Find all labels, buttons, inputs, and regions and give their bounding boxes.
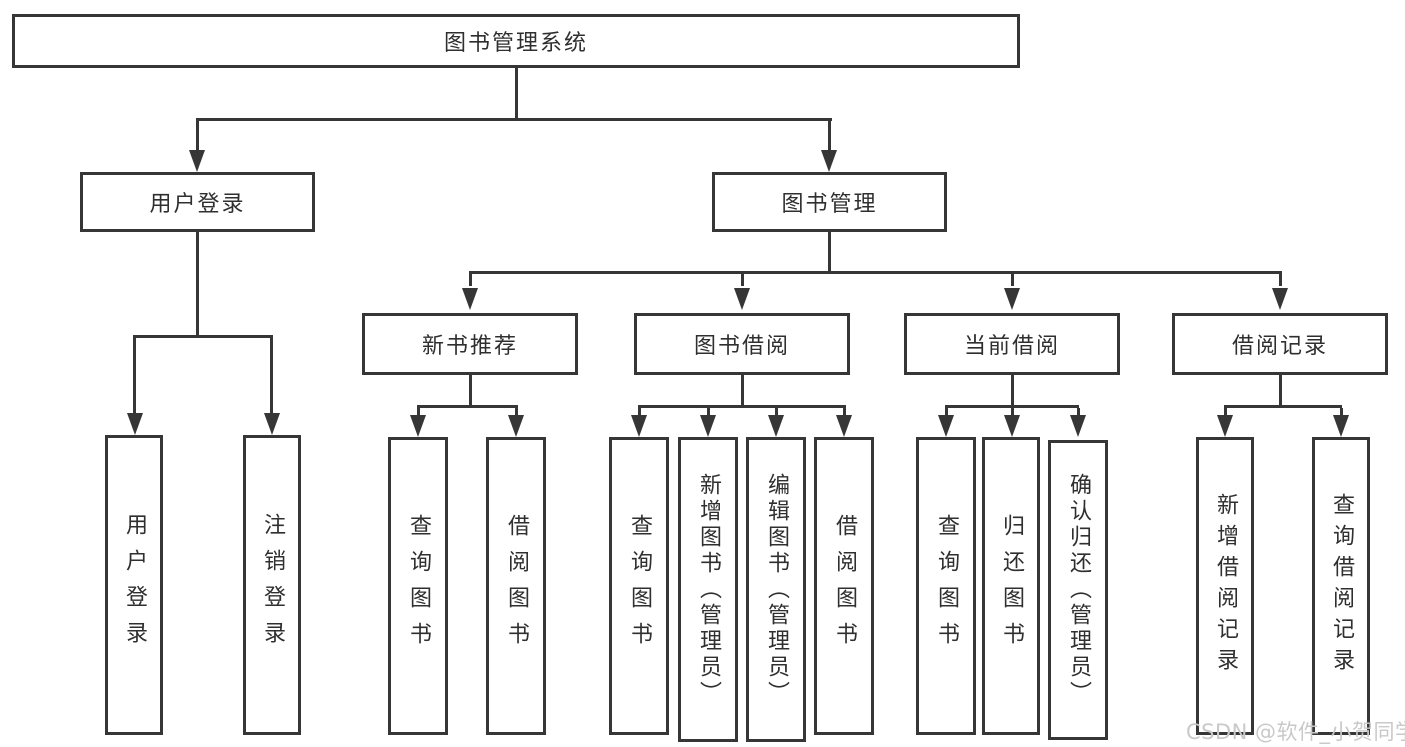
node-borrow-books-1-label: 借阅图书 [504,514,529,658]
node-query-books-2-label: 查询图书 [627,514,652,658]
node-book-management: 图书管理 [712,172,947,232]
node-query-books-1-label: 查询图书 [406,514,431,658]
connector-line [707,408,710,415]
arrow-down-icon [768,415,784,437]
arrow-down-icon [410,415,426,437]
connector-line [1011,375,1014,408]
node-book-borrow-label: 图书借阅 [693,334,790,359]
arrow-down-icon [189,150,205,172]
connector-line [828,232,831,274]
node-confirm-return-admin-label: 确认归还（管理员） [1066,473,1091,707]
node-user-login-label: 用户登录 [149,192,246,217]
connector-line [1224,408,1227,415]
connector-line [133,335,273,338]
node-borrow-books-2: 借阅图书 [814,437,874,735]
connector-line [638,405,846,408]
node-logout: 注销登录 [243,435,301,735]
arrow-down-icon [508,415,524,437]
arrow-down-icon [938,415,954,437]
node-current-borrow-label: 当前借阅 [963,334,1060,359]
connector-line [133,338,136,413]
connector-line [469,375,472,408]
node-user-login: 用户登录 [80,172,315,232]
node-add-borrow-record-label: 新增借阅记录 [1213,493,1238,679]
connector-line [638,408,641,415]
connector-line [1011,274,1014,286]
arrow-down-icon [836,415,852,437]
connector-line [1224,405,1342,408]
node-new-book-recommend: 新书推荐 [362,313,578,375]
csdn-watermark: CSDN @软件_小贺同学 [1186,720,1405,744]
node-library-system: 图书管理系统 [12,14,1020,68]
connector-line [196,121,199,150]
arrow-down-icon [1070,415,1086,437]
node-library-system-label: 图书管理系统 [443,31,588,56]
node-confirm-return-admin: 确认归还（管理员） [1048,440,1108,740]
connector-line [843,408,846,415]
node-query-books-2: 查询图书 [609,437,669,735]
node-borrow-record-label: 借阅记录 [1231,334,1328,359]
connector-line [196,232,199,338]
node-user-login-leaf: 用户登录 [105,435,163,735]
connector-line [775,408,778,415]
connector-line [515,408,518,415]
node-edit-books-admin: 编辑图书（管理员） [746,437,806,742]
node-book-management-label: 图书管理 [781,192,878,217]
node-query-borrow-record: 查询借阅记录 [1312,437,1370,735]
arrow-down-icon [1004,415,1020,437]
connector-line [741,274,744,286]
arrow-down-icon [1217,415,1233,437]
connector-line [741,375,744,408]
connector-line [469,271,1282,274]
arrow-down-icon [1333,415,1349,437]
arrow-down-icon [631,415,647,437]
node-return-books: 归还图书 [982,437,1040,735]
arrow-down-icon [1004,288,1020,310]
connector-line [196,118,832,121]
connector-line [1011,408,1014,415]
node-add-borrow-record: 新增借阅记录 [1196,437,1254,735]
node-user-login-leaf-label: 用户登录 [122,513,147,657]
arrow-down-icon [700,415,716,437]
node-new-book-recommend-label: 新书推荐 [421,334,518,359]
connector-line [515,68,518,121]
connector-line [1279,274,1282,286]
arrow-down-icon [821,150,837,172]
connector-line [828,121,831,150]
node-borrow-books-2-label: 借阅图书 [832,514,857,658]
node-query-books-3-label: 查询图书 [934,514,959,658]
connector-line [417,408,420,415]
connector-line [469,274,472,286]
connector-line [1077,408,1080,415]
connector-line [945,408,948,415]
arrow-down-icon [264,413,280,435]
connector-line [1279,375,1282,408]
node-query-borrow-record-label: 查询借阅记录 [1329,493,1354,679]
node-book-borrow: 图书借阅 [634,313,850,375]
connector-line [1340,408,1343,415]
arrow-down-icon [1272,288,1288,310]
node-query-books-3: 查询图书 [916,437,976,735]
node-logout-label: 注销登录 [260,513,285,657]
node-return-books-label: 归还图书 [999,514,1024,658]
arrow-down-icon [127,413,143,435]
node-edit-books-admin-label: 编辑图书（管理员） [764,472,789,707]
connector-line [270,338,273,413]
connector-line [945,405,1079,408]
node-current-borrow: 当前借阅 [904,313,1120,375]
connector-line [417,405,518,408]
node-borrow-record: 借阅记录 [1172,313,1388,375]
arrow-down-icon [462,288,478,310]
node-add-books-admin-label: 新增图书（管理员） [696,472,721,707]
node-borrow-books-1: 借阅图书 [486,437,546,735]
arrow-down-icon [734,288,750,310]
node-query-books-1: 查询图书 [388,437,448,735]
node-add-books-admin: 新增图书（管理员） [678,437,738,742]
